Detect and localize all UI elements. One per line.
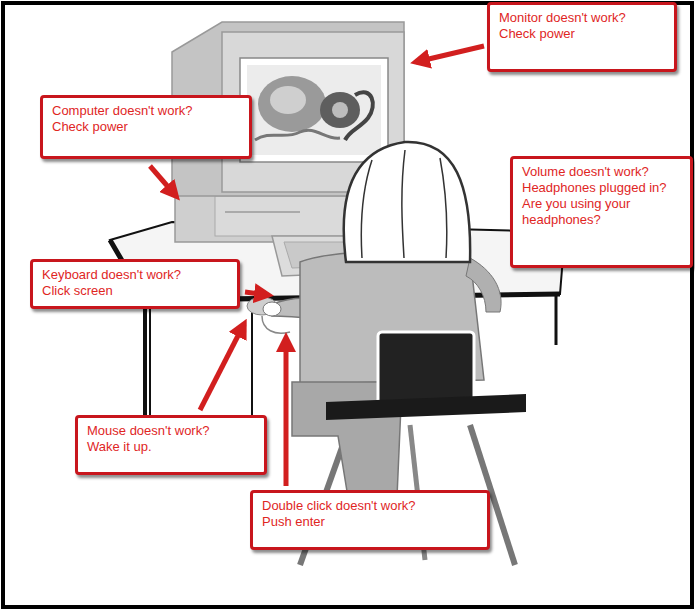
callout-question: Computer doesn't work?: [52, 103, 240, 119]
callout-answer: Click screen: [42, 283, 228, 299]
callout-box: Computer doesn't work?Check power: [40, 95, 252, 159]
callout-answer: Headphones plugged in? Are you using you…: [522, 180, 681, 228]
leader-line: [416, 46, 484, 62]
callout-box: Monitor doesn't work?Check power: [487, 2, 677, 72]
callout-question: Mouse doesn't work?: [87, 423, 255, 439]
callout-box: Double click doesn't work?Push enter: [250, 490, 490, 550]
callout-answer: Push enter: [262, 514, 478, 530]
callout-question: Monitor doesn't work?: [499, 10, 665, 26]
leader-line: [284, 338, 289, 486]
callout-box: Keyboard doesn't work?Click screen: [30, 259, 240, 309]
callout-answer: Check power: [499, 26, 665, 42]
frame: [3, 3, 692, 607]
leader-line: [150, 166, 176, 196]
callout-question: Keyboard doesn't work?: [42, 267, 228, 283]
callout-answer: Wake it up.: [87, 439, 255, 455]
callout-question: Volume doesn't work?: [522, 164, 681, 180]
leader-line: [200, 324, 244, 410]
callout-question: Double click doesn't work?: [262, 498, 478, 514]
callout-answer: Check power: [52, 119, 240, 135]
leader-line: [245, 292, 268, 295]
callout-box: Volume doesn't work?Headphones plugged i…: [510, 156, 693, 268]
desk: [110, 222, 565, 445]
callout-box: Mouse doesn't work?Wake it up.: [75, 415, 267, 475]
